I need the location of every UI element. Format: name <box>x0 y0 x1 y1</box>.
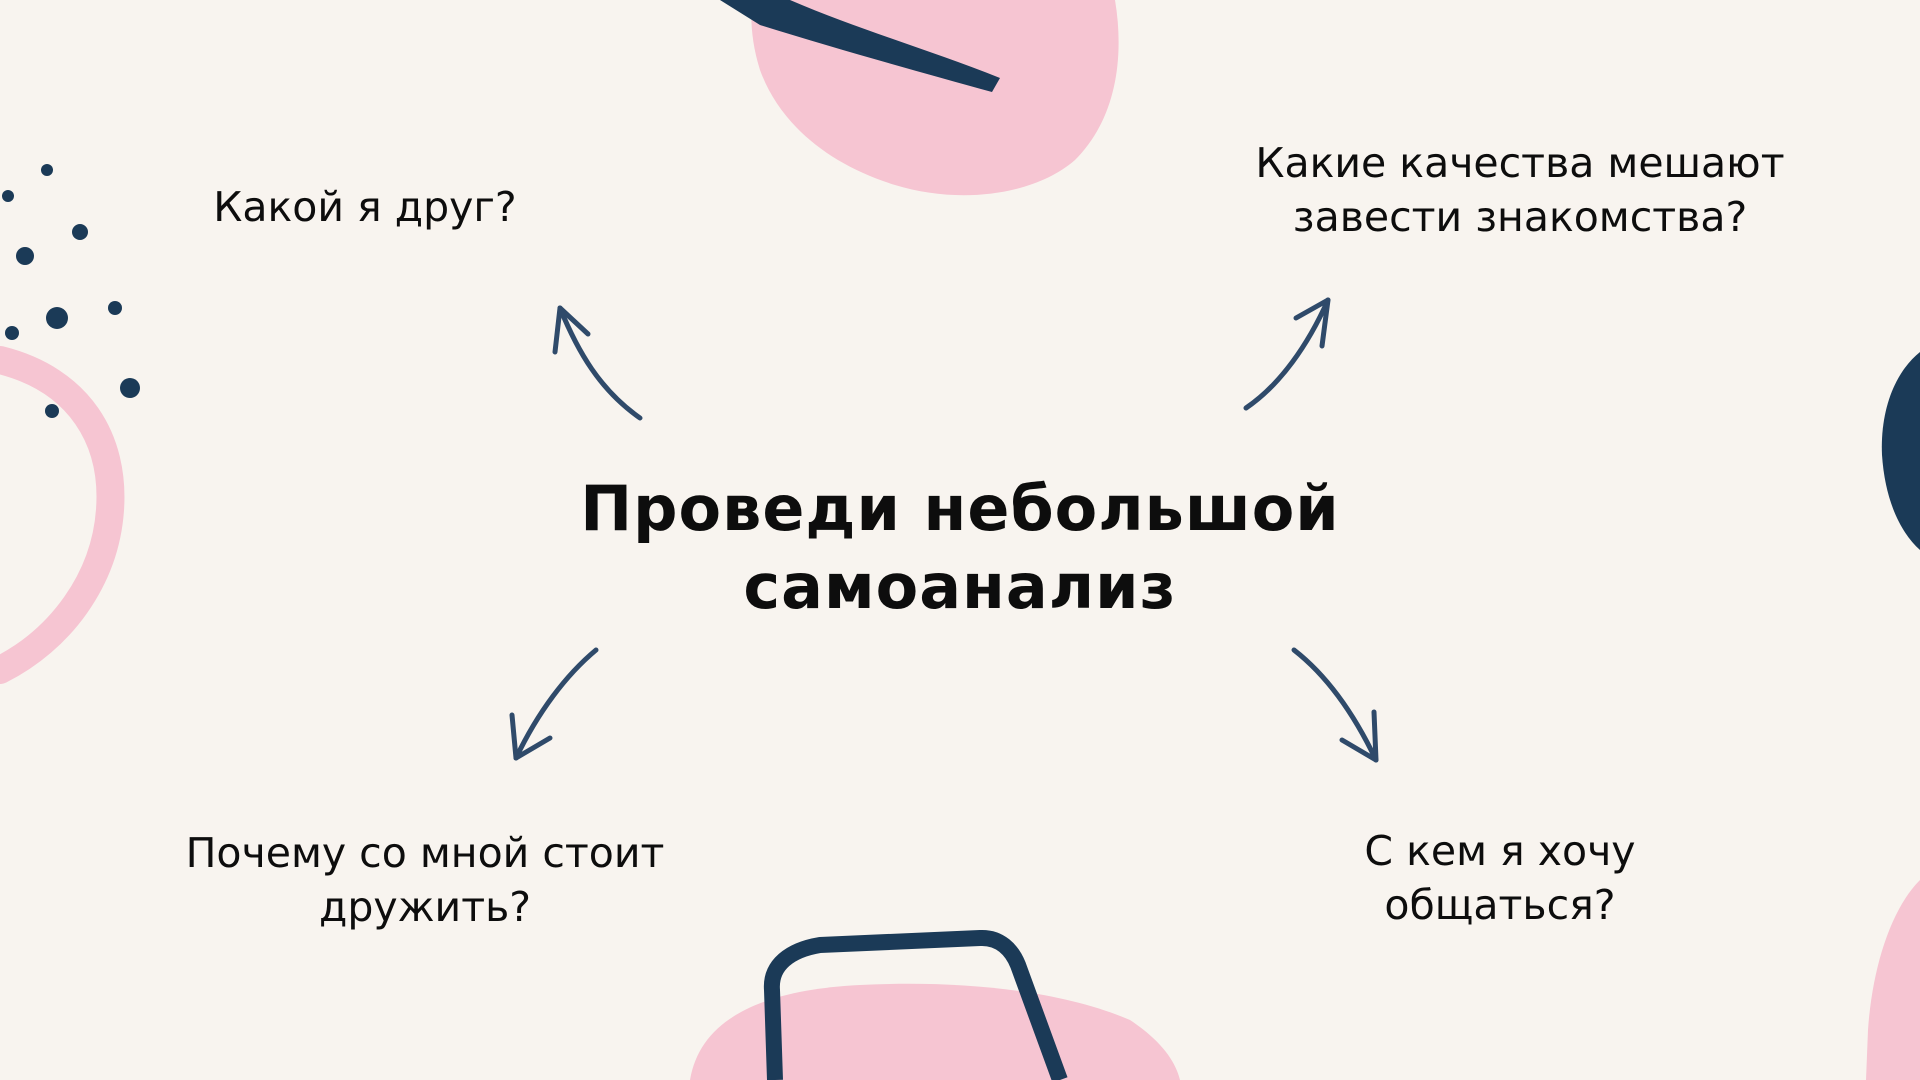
pink-blob-bottom <box>690 983 1180 1080</box>
pink-arc-left <box>0 346 125 684</box>
arrow-down-right-icon <box>1291 647 1379 763</box>
question-line: С кем я хочу <box>1364 827 1636 875</box>
question-bottom-left: Почему со мной стоит дружить? <box>145 826 705 934</box>
question-line: общаться? <box>1384 881 1616 929</box>
question-line: Какой я друг? <box>213 183 517 231</box>
arrow-up-right-icon <box>1243 297 1331 411</box>
slide-title: Проведи небольшой самоанализ <box>560 470 1360 626</box>
question-line: дружить? <box>318 883 532 931</box>
arrow-up-left-icon <box>552 305 643 421</box>
question-top-left: Какой я друг? <box>150 180 580 234</box>
pink-blob-bottom-right <box>1866 880 1920 1080</box>
slide-title-line-1: Проведи небольшой <box>580 472 1340 545</box>
question-top-right: Какие качества мешают завести знакомства… <box>1200 136 1840 244</box>
arrow-down-left-icon <box>509 647 599 761</box>
slide-title-line-2: самоанализ <box>743 550 1177 623</box>
navy-outline-bottom <box>763 930 1068 1080</box>
navy-shape-right <box>1881 352 1920 550</box>
navy-stroke-top <box>720 0 1000 92</box>
question-line: завести знакомства? <box>1292 193 1748 241</box>
question-line: Какие качества мешают <box>1255 139 1785 187</box>
navy-dots-left <box>2 164 140 418</box>
question-bottom-right: С кем я хочу общаться? <box>1300 824 1700 932</box>
question-line: Почему со мной стоит <box>185 829 665 877</box>
